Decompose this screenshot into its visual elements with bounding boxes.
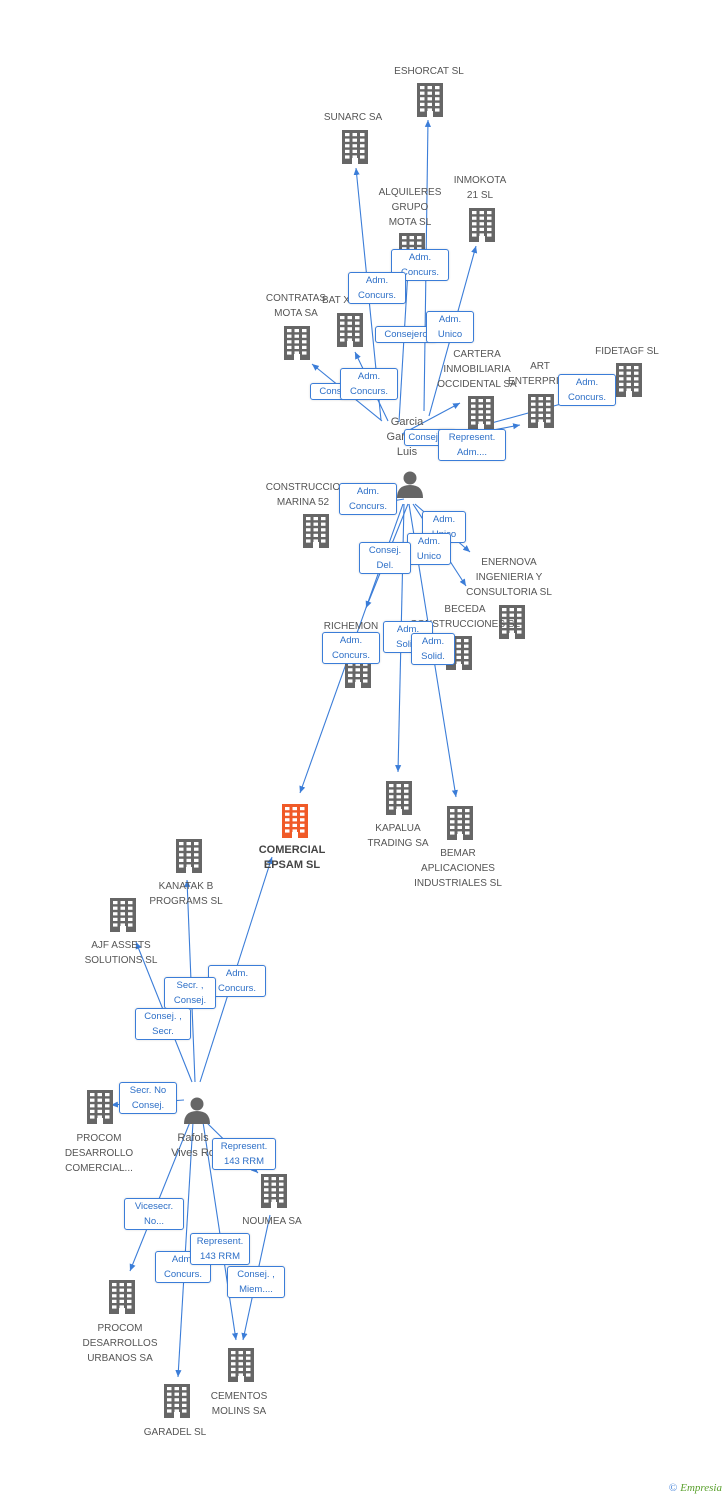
edge-label-rafols-to-procom2[interactable]: Vicesecr. No... (124, 1198, 184, 1230)
edge-label-garcia-to-sunarc[interactable]: Adm. Concurs. (348, 272, 406, 304)
copyright-symbol: © (668, 1482, 678, 1494)
node-eshorcat-label[interactable]: ESHORCAT SL (394, 66, 464, 77)
node-procom2-building-icon[interactable] (109, 1280, 135, 1314)
node-noumea-label[interactable]: NOUMEA SA (242, 1216, 302, 1227)
node-batx-building-icon[interactable] (337, 313, 363, 347)
node-beceda-label[interactable]: BECEDA CONSTRUCCIONES SL (409, 604, 521, 630)
edge-label-rafols-to-cementos[interactable]: Represent. 143 RRM (190, 1233, 250, 1265)
node-procom1-building-icon[interactable] (87, 1090, 113, 1124)
edge-label-rafols-to-noumea[interactable]: Represent. 143 RRM (212, 1138, 276, 1170)
edge-label-rafols-to-comercial[interactable]: Adm. Concurs. (208, 965, 266, 997)
node-kapalua-building-icon[interactable] (386, 781, 412, 815)
node-bemar-building-icon[interactable] (447, 806, 473, 840)
node-comercial-label[interactable]: COMERCIAL EPSAM SL (258, 844, 326, 871)
node-rafols-person-icon[interactable] (184, 1097, 210, 1125)
node-kapalua-label[interactable]: KAPALUA TRADING SA (367, 823, 429, 849)
node-enernova-label[interactable]: ENERNOVA INGENIERIA Y CONSULTORIA SL (466, 557, 552, 598)
node-richemon-label[interactable]: RICHEMON (323, 621, 379, 632)
node-enernova-building-icon[interactable] (499, 605, 525, 639)
node-art-building-icon[interactable] (528, 394, 554, 428)
node-batx-label[interactable]: BAT X (322, 295, 350, 306)
node-sunarc-building-icon[interactable] (342, 130, 368, 164)
node-kanatak-label[interactable]: KANATAK B PROGRAMS SL (149, 881, 223, 907)
node-noumea-building-icon[interactable] (261, 1174, 287, 1208)
edge-label-rafols-to-ajf[interactable]: Consej. , Secr. (135, 1008, 191, 1040)
node-construcc-building-icon[interactable] (303, 514, 329, 548)
edge-label-garcia-to-bemar[interactable]: Adm. Solid. (411, 633, 455, 665)
brand-name: Empresia (680, 1482, 722, 1494)
node-ajf-building-icon[interactable] (110, 898, 136, 932)
edge-label-garcia-to-comercial[interactable]: Adm. Concurs. (322, 632, 380, 664)
node-procom2-label[interactable]: PROCOM DESARROLLOS URBANOS SA (82, 1323, 158, 1364)
node-eshorcat-building-icon[interactable] (417, 83, 443, 117)
node-contratas-building-icon[interactable] (284, 326, 310, 360)
edge-rafols-to-cementos (202, 1121, 239, 1341)
node-procom1-label[interactable]: PROCOM DESARROLLO COMERCIAL... (64, 1133, 134, 1174)
edge-label-garcia-to-construcc[interactable]: Adm. Concurs. (339, 483, 397, 515)
node-cartera-label[interactable]: CARTERA INMOBILIARIA OCCIDENTAL SA (437, 349, 517, 390)
node-fidetagf-building-icon[interactable] (616, 363, 642, 397)
node-bemar-label[interactable]: BEMAR APLICACIONES INDUSTRIALES SL (414, 848, 502, 889)
edge-garcia-to-alquileres (398, 269, 411, 423)
node-cementos-building-icon[interactable] (228, 1348, 254, 1382)
edge-label-garcia-to-art[interactable]: Represent. Adm.... (438, 429, 506, 461)
node-ajf-label[interactable]: AJF ASSETS SOLUTIONS SL (84, 940, 158, 966)
node-kanatak-building-icon[interactable] (176, 839, 202, 873)
node-cementos-label[interactable]: CEMENTOS MOLINS SA (210, 1391, 268, 1417)
edge-label-rafols-to-kanatak[interactable]: Secr. , Consej. (164, 977, 216, 1009)
node-rafols-label[interactable]: Rafols Vives Ro (171, 1132, 215, 1159)
node-contratas-label[interactable]: CONTRATAS MOTA SA (265, 293, 327, 319)
node-inmokota-label[interactable]: INMOKOTA 21 SL (453, 175, 507, 201)
node-art-label[interactable]: ART ENTERPRISE (508, 361, 572, 387)
edge-label-garcia-to-inmokota[interactable]: Adm. Unico (426, 311, 474, 343)
edge-label-garcia-to-richemon[interactable]: Consej. Del. (359, 542, 411, 574)
node-cartera-building-icon[interactable] (468, 396, 494, 430)
node-construcc-label[interactable]: CONSTRUCCIO MARINA 52 (265, 482, 341, 508)
edge-label-noumea-to-cementos[interactable]: Consej. , Miem.... (227, 1266, 285, 1298)
node-garcia-person-icon[interactable] (397, 471, 423, 499)
node-comercial-building-icon[interactable] (282, 804, 308, 838)
edge-label-garcia-to-batx[interactable]: Adm. Concurs. (340, 368, 398, 400)
edge-label-garcia-to-eshorcat[interactable]: Adm. Concurs. (391, 249, 449, 281)
node-garadel-label[interactable]: GARADEL SL (143, 1427, 207, 1438)
edge-rafols-to-procom2 (129, 1121, 191, 1272)
brand-footer[interactable]: ©Empresia (669, 1482, 722, 1494)
edge-rafols-to-garadel (175, 1121, 194, 1378)
edge-label-rafols-to-procom1[interactable]: Secr. No Consej. (119, 1082, 177, 1114)
node-inmokota-building-icon[interactable] (469, 208, 495, 242)
edge-label-garcia-to-beceda[interactable]: Adm. Unico (407, 533, 451, 565)
node-sunarc-label[interactable]: SUNARC SA (323, 112, 383, 123)
node-alquileres-label[interactable]: ALQUILERES GRUPO MOTA SL (378, 187, 442, 228)
node-fidetagf-label[interactable]: FIDETAGF SL (595, 346, 659, 357)
edge-label-garcia-to-fidetagf[interactable]: Adm. Concurs. (558, 374, 616, 406)
node-garadel-building-icon[interactable] (164, 1384, 190, 1418)
